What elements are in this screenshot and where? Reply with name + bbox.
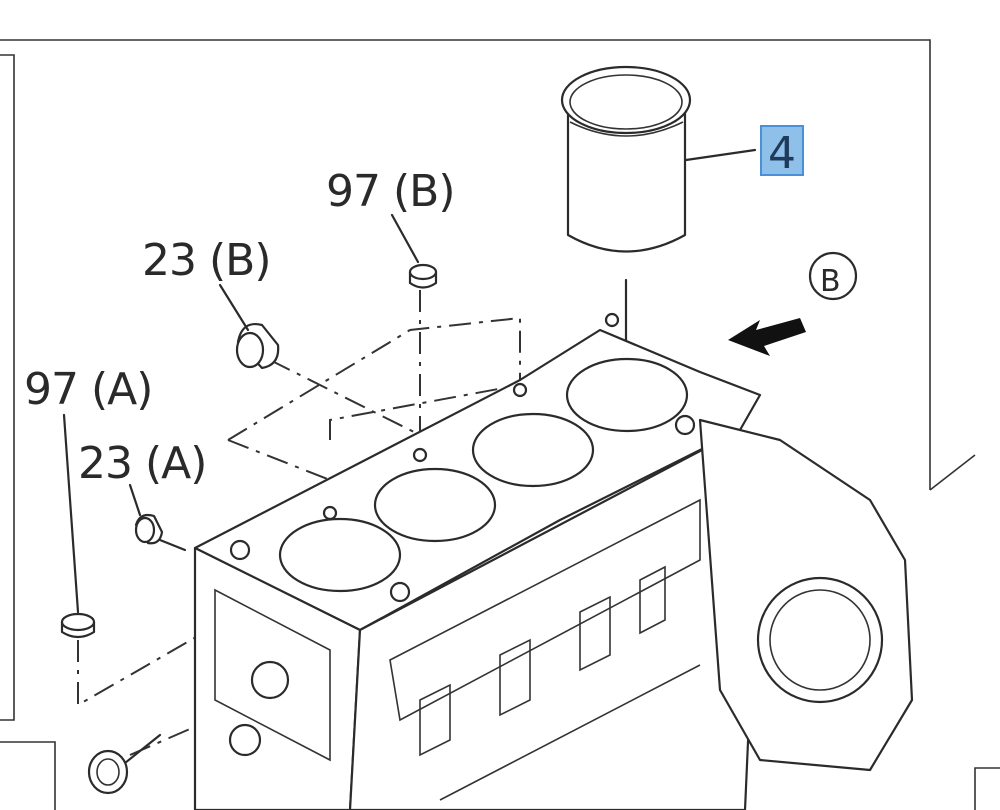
callout-23a[interactable]: 23 (A) xyxy=(78,438,207,489)
diagram-frame xyxy=(0,39,1000,810)
view-b-label: B xyxy=(820,264,840,299)
callout-4[interactable]: 4 xyxy=(768,128,796,179)
seal-ring xyxy=(87,749,129,795)
callout-23b[interactable]: 23 (B) xyxy=(142,235,272,286)
callout-97b[interactable]: 97 (B) xyxy=(326,166,456,217)
callout-leaders xyxy=(62,213,420,614)
plug-23a[interactable] xyxy=(134,513,164,545)
plug-97b[interactable] xyxy=(408,263,438,289)
callout-97a[interactable]: 97 (A) xyxy=(24,364,153,415)
view-arrow xyxy=(728,251,858,356)
engine-block xyxy=(193,312,914,810)
callout-4-highlight[interactable]: 4 xyxy=(760,125,804,179)
plug-23b[interactable] xyxy=(235,323,280,370)
plug-97a[interactable] xyxy=(60,612,96,639)
